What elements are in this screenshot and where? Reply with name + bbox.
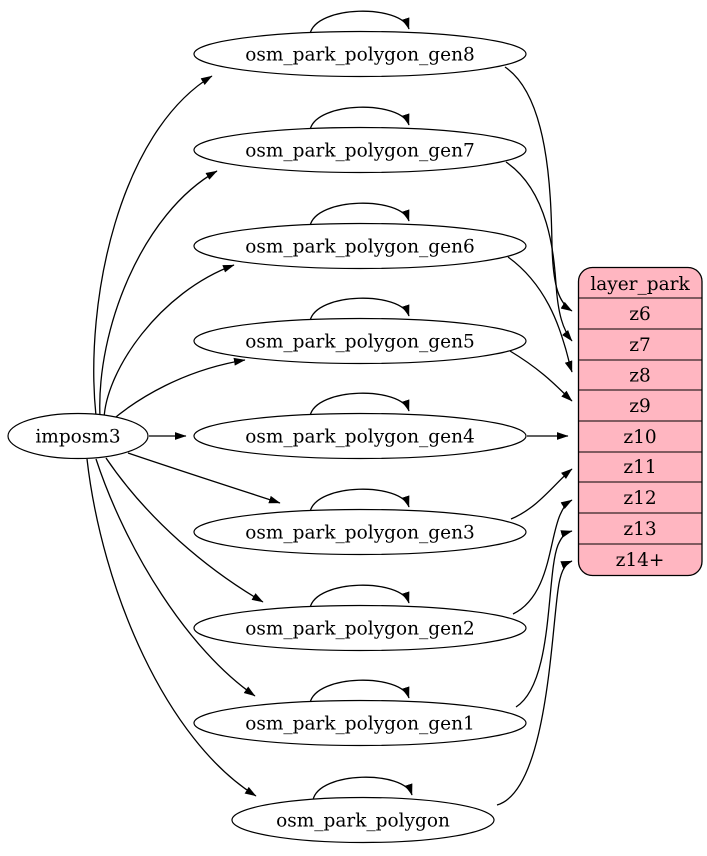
self-loop-osm-park-polygon-gen2 — [309, 584, 410, 609]
layer-park-row-z12: z12 — [623, 488, 656, 509]
layer-park-row-z8: z8 — [629, 366, 651, 387]
self-loop-osm-park-polygon-gen6 — [309, 202, 410, 227]
osm-park-polygon-gen8-label: osm_park_polygon_gen8 — [245, 45, 475, 66]
osm-park-polygon-gen7-ellipse — [193, 126, 527, 174]
self-loop-osm-park-polygon-gen5 — [309, 297, 410, 322]
osm-park-polygon-gen2-label: osm_park_polygon_gen2 — [245, 619, 475, 640]
edge-imposm3-to-osm-park-polygon — [86, 458, 257, 797]
self-loop-osm-park-polygon-gen3 — [309, 488, 410, 513]
layer-park-row-z13: z13 — [623, 519, 656, 540]
node-osm-park-polygon-gen5: osm_park_polygon_gen5 — [193, 317, 527, 365]
edge-imposm3-to-osm-park-polygon-gen8 — [93, 75, 213, 417]
osm-park-polygon-gen6-ellipse — [193, 222, 527, 270]
node-osm-park-polygon-gen6: osm_park_polygon_gen6 — [193, 222, 527, 270]
edge-osm-park-polygon-gen2-to-z12 — [512, 499, 573, 615]
node-osm-park-polygon-gen1: osm_park_polygon_gen1 — [193, 699, 527, 747]
self-loop-osm-park-polygon-gen8 — [309, 10, 410, 35]
osm-park-polygon-gen8-ellipse — [193, 30, 527, 78]
node-layer-park: layer_park z6 z7 z8 z9 z10 z11 z12 z13 z… — [577, 266, 703, 577]
osm-park-polygon-gen3-label: osm_park_polygon_gen3 — [245, 523, 475, 544]
layer-park-row-z14: z14+ — [616, 550, 665, 571]
osm-park-polygon-gen4-ellipse — [193, 412, 527, 460]
edges-tables-to-layer — [496, 66, 573, 806]
edge-osm-park-polygon-gen1-to-z13 — [515, 530, 573, 708]
edges-source-to-tables — [86, 75, 281, 797]
node-imposm3: imposm3 — [7, 412, 149, 460]
layer-park-title: layer_park — [590, 274, 690, 295]
node-osm-park-polygon-gen3: osm_park_polygon_gen3 — [193, 508, 527, 556]
edge-osm-park-polygon-gen8-to-z6 — [504, 66, 573, 312]
layer-park-row-z11: z11 — [623, 457, 656, 478]
osm-park-polygon-gen6-label: osm_park_polygon_gen6 — [245, 237, 475, 258]
osm-park-polygon-gen1-label: osm_park_polygon_gen1 — [245, 714, 475, 735]
node-osm-park-polygon-gen8: osm_park_polygon_gen8 — [193, 30, 527, 78]
osm-park-polygon-gen5-ellipse — [193, 317, 527, 365]
self-loops — [309, 10, 413, 801]
node-osm-park-polygon-gen2: osm_park_polygon_gen2 — [193, 604, 527, 652]
edge-osm-park-polygon-gen6-to-z8 — [507, 256, 573, 373]
layer-park-row-z7: z7 — [629, 335, 651, 356]
edge-imposm3-to-osm-park-polygon-gen5 — [110, 357, 246, 422]
osm-park-polygon-gen5-label: osm_park_polygon_gen5 — [245, 332, 475, 353]
osm-park-polygon-gen7-label: osm_park_polygon_gen7 — [245, 141, 475, 162]
edge-imposm3-to-osm-park-polygon-gen3 — [127, 452, 281, 504]
self-loop-osm-park-polygon-gen7 — [309, 106, 410, 131]
osm-park-polygon-ellipse — [231, 796, 495, 844]
edge-osm-park-polygon-to-z14 — [496, 560, 573, 806]
osm-park-polygon-gen4-label: osm_park_polygon_gen4 — [245, 427, 475, 448]
edge-imposm3-to-osm-park-polygon-gen6 — [103, 264, 235, 420]
node-osm-park-polygon-gen4: osm_park_polygon_gen4 — [193, 412, 527, 460]
imposm3-ellipse — [7, 412, 149, 460]
osm-park-polygon-label: osm_park_polygon — [276, 811, 450, 832]
node-osm-park-polygon-gen7: osm_park_polygon_gen7 — [193, 126, 527, 174]
osm-park-polygon-gen2-ellipse — [193, 604, 527, 652]
edge-imposm3-to-osm-park-polygon-gen7 — [99, 170, 218, 418]
self-loop-osm-park-polygon-gen4 — [309, 392, 410, 417]
self-loop-osm-park-polygon-gen1 — [309, 679, 410, 704]
edge-osm-park-polygon-gen5-to-z9 — [509, 350, 573, 402]
edge-imposm3-to-osm-park-polygon-gen2 — [105, 457, 264, 603]
imposm3-label: imposm3 — [35, 427, 120, 448]
osm-park-polygon-gen3-ellipse — [193, 508, 527, 556]
self-loop-osm-park-polygon — [312, 776, 413, 801]
edge-osm-park-polygon-gen3-to-z11 — [510, 468, 573, 520]
layer-park-row-z6: z6 — [629, 304, 651, 325]
edge-imposm3-to-osm-park-polygon-gen1 — [95, 458, 256, 697]
node-osm-park-polygon: osm_park_polygon — [231, 796, 495, 844]
layer-park-row-z10: z10 — [623, 427, 656, 448]
osm-park-polygon-gen1-ellipse — [193, 699, 527, 747]
layer-park-row-z9: z9 — [629, 396, 651, 417]
edge-osm-park-polygon-gen7-to-z7 — [505, 161, 573, 342]
